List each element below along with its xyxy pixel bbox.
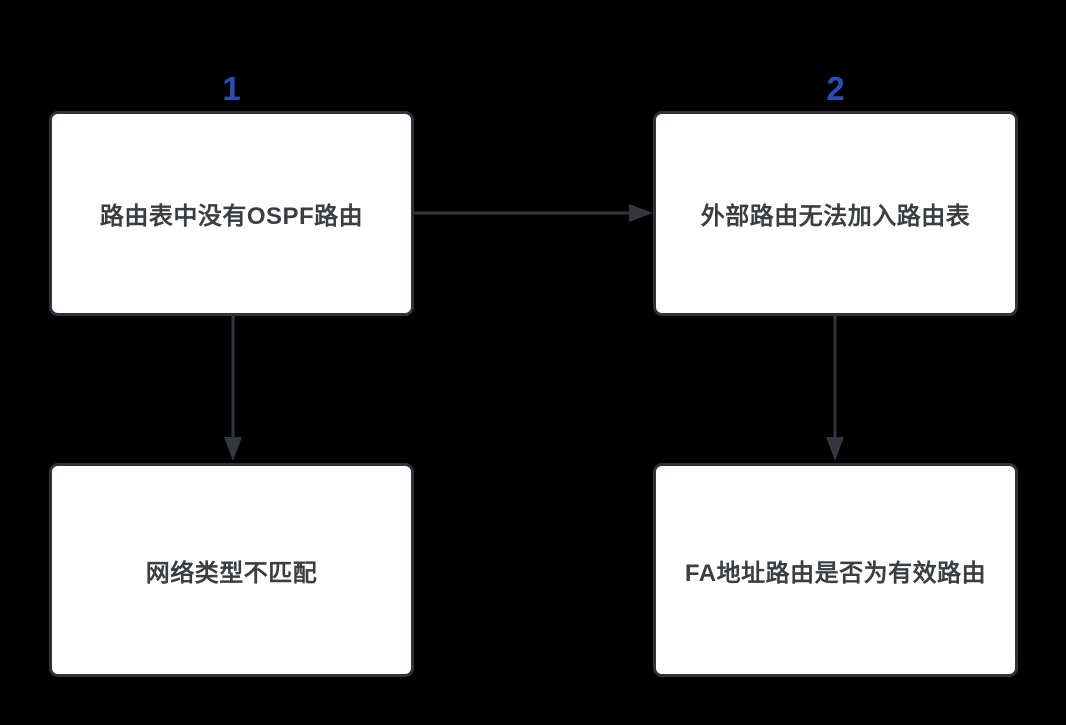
edge-node1-node2 [414, 204, 653, 222]
node-label: 路由表中没有OSPF路由 [99, 203, 364, 230]
node-label: 网络类型不匹配 [145, 559, 318, 587]
node-no-ospf-route: 路由表中没有OSPF路由 [49, 111, 414, 316]
node-network-type-mismatch: 网络类型不匹配 [49, 463, 414, 677]
node2-number-badge: 2 [826, 70, 845, 107]
node1-number-badge: 1 [222, 70, 241, 107]
node-fa-address-valid-route: FA地址路由是否为有效路由 [653, 463, 1018, 677]
edge-node2-node4 [826, 316, 844, 461]
edge-node1-node3 [224, 316, 242, 461]
node-external-route-cannot-join: 外部路由无法加入路由表 [653, 111, 1018, 316]
node-label: 外部路由无法加入路由表 [700, 203, 971, 230]
node-label: FA地址路由是否为有效路由 [684, 559, 987, 587]
